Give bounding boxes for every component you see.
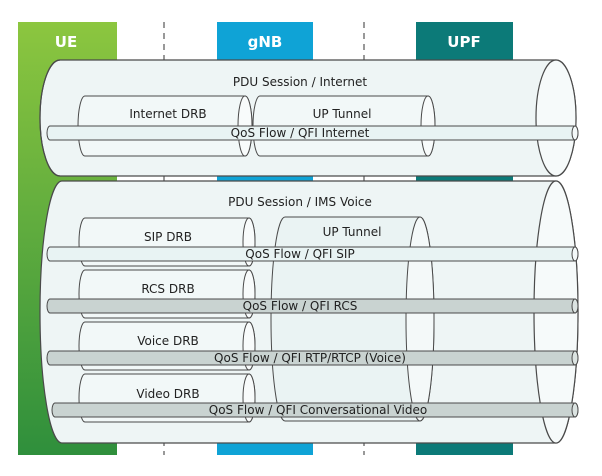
qos-flow-sip-label: QoS Flow / QFI SIP [245, 247, 354, 261]
pdu-session-ims: PDU Session / IMS Voice UP Tunnel SIP DR… [39, 180, 579, 444]
gnb-label: gNB [248, 33, 283, 51]
qos-flow-internet-pipe-end [571, 125, 579, 141]
pdu-session-internet-pipe-end [535, 59, 577, 177]
sip-drb-label: SIP DRB [144, 230, 192, 244]
ue-label: UE [55, 33, 77, 51]
qos-flow-video-label: QoS Flow / QFI Conversational Video [209, 403, 427, 417]
qos-flow-video-pipe-end [571, 402, 579, 418]
rcs-drb-label: RCS DRB [141, 282, 194, 296]
pdu-session-ims-label: PDU Session / IMS Voice [228, 195, 372, 209]
qos-flow-voice-pipe-end [571, 350, 579, 366]
ims-up-tunnel-pipe-end [405, 216, 435, 422]
internet-up-tunnel-label: UP Tunnel [313, 107, 372, 121]
upf-label: UPF [447, 33, 480, 51]
qos-flow-rcs-pipe-end [571, 298, 579, 314]
ims-up-tunnel-label: UP Tunnel [323, 225, 382, 239]
pdu-session-internet-label: PDU Session / Internet [233, 75, 367, 89]
voice-drb-label: Voice DRB [137, 334, 199, 348]
internet-drb-label: Internet DRB [129, 107, 206, 121]
qos-flow-voice-label: QoS Flow / QFI RTP/RTCP (Voice) [214, 351, 406, 365]
qos-flow-sip-pipe-end [571, 246, 579, 262]
pdu-session-internet-pipe-front [39, 59, 61, 177]
qos-flow-internet-label: QoS Flow / QFI Internet [231, 126, 370, 140]
pdu-session-internet: PDU Session / Internet Internet DRB UP T… [39, 59, 579, 177]
video-drb-label: Video DRB [136, 387, 199, 401]
qos-flow-rcs-label: QoS Flow / QFI RCS [243, 299, 358, 313]
